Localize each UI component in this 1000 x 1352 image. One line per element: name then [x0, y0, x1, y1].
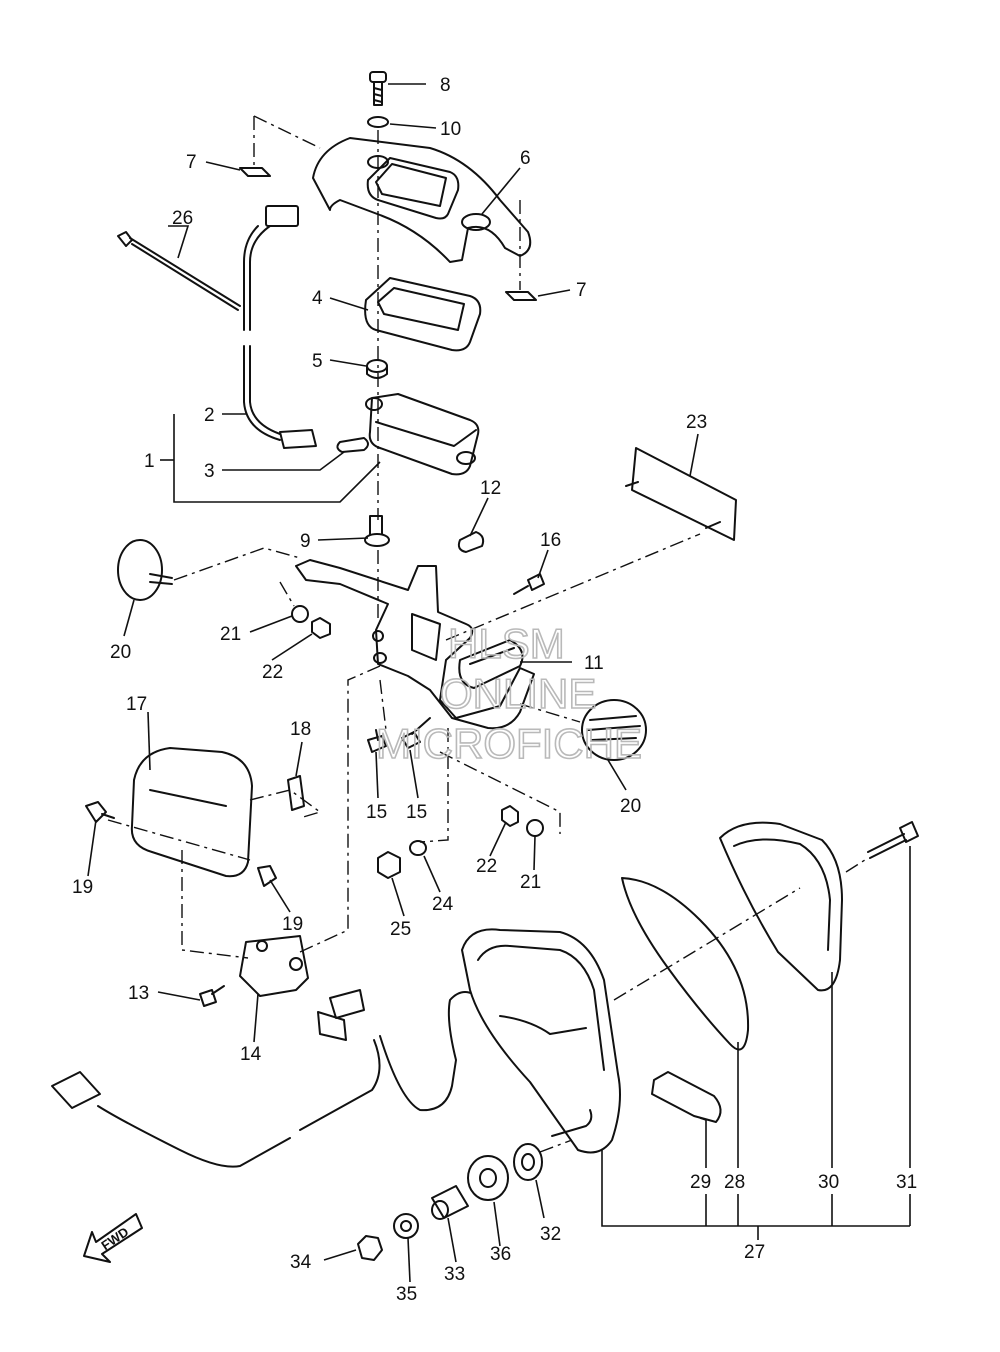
- bracket-part-14: [239, 935, 309, 997]
- callout-25: 25: [390, 919, 411, 940]
- callout-5: 5: [312, 351, 323, 372]
- callout-24: 24: [432, 894, 454, 915]
- meter-cover-part-6: [312, 137, 532, 263]
- callout-8: 8: [440, 75, 451, 96]
- nut-part-22b: [501, 805, 519, 827]
- clip-part-18: [287, 775, 305, 811]
- callout-6: 6: [520, 148, 531, 169]
- cover-part-17: [130, 747, 253, 878]
- washer-part-36: [467, 1155, 509, 1201]
- watermark-line1: HLSM: [448, 620, 565, 667]
- callout-27: 27: [744, 1242, 765, 1263]
- bolt-part-8: [369, 71, 387, 106]
- meter-unit: [365, 393, 480, 476]
- callout-20b: 20: [620, 796, 641, 817]
- callout-14: 14: [240, 1044, 262, 1065]
- callout-35: 35: [396, 1284, 417, 1305]
- gasket-part-4: [364, 277, 482, 352]
- callout-7b: 7: [576, 280, 587, 301]
- callout-34: 34: [290, 1252, 312, 1273]
- bulb-part-3: [336, 437, 369, 453]
- grommet-part-5: [366, 359, 388, 379]
- screw-part-15b: [401, 717, 431, 749]
- collar-part-9: [364, 515, 390, 547]
- washer-part-35: [393, 1213, 419, 1239]
- callout-19b: 19: [282, 914, 303, 935]
- washer-part-21b: [526, 819, 544, 837]
- nut-part-22a: [311, 617, 331, 639]
- watermark-line3: MICROFICHE: [376, 720, 642, 767]
- bulb-part-12: [457, 531, 485, 553]
- callout-31: 31: [896, 1172, 917, 1193]
- collar-part-33: [431, 1185, 469, 1220]
- harness-lead-part-2: [243, 205, 317, 449]
- pad-part-7a: [239, 167, 271, 177]
- callout-3: 3: [204, 461, 215, 482]
- callout-15a: 15: [366, 802, 387, 823]
- license-bracket: [295, 559, 535, 730]
- callout-16: 16: [540, 530, 561, 551]
- fwd-arrow: FWD: [83, 1213, 143, 1263]
- nut-part-25: [377, 851, 401, 879]
- gasket-ring-part-28: [621, 877, 750, 1051]
- callout-21b: 21: [520, 872, 541, 893]
- callout-36: 36: [490, 1244, 511, 1265]
- callout-1: 1: [144, 451, 155, 472]
- callout-12: 12: [480, 478, 501, 499]
- watermark-line2: ONLINE: [440, 670, 596, 717]
- callout-2: 2: [204, 405, 215, 426]
- bulb-part-29: [651, 1071, 722, 1123]
- taillight-housing: [461, 928, 621, 1154]
- lens-part-30: [719, 821, 843, 992]
- screw-part-31: [867, 821, 919, 859]
- callout-labels: 8 10 6 7 7 26 4 5 2 1 3 12 23 9 16 21 20…: [72, 75, 917, 1305]
- screw-part-15a: [367, 729, 387, 753]
- bolt-part-19b: [257, 865, 277, 887]
- callout-20a: 20: [110, 642, 131, 663]
- callout-33: 33: [444, 1264, 465, 1285]
- reflector-part-20a: [117, 539, 173, 601]
- callout-28: 28: [724, 1172, 745, 1193]
- centerlines: [107, 115, 869, 1153]
- callout-18: 18: [290, 719, 311, 740]
- washer-part-21a: [291, 605, 309, 623]
- callout-26: 26: [172, 208, 193, 229]
- callout-19a: 19: [72, 877, 93, 898]
- callout-23: 23: [686, 412, 707, 433]
- washer-part-10: [367, 116, 389, 128]
- callout-21a: 21: [220, 624, 241, 645]
- callout-11: 11: [584, 653, 604, 674]
- plate-light-part-11: [458, 639, 524, 689]
- callout-30: 30: [818, 1172, 839, 1193]
- reflector-part-20b: [581, 699, 647, 761]
- leader-lines: [87, 83, 911, 1283]
- callout-9: 9: [300, 531, 311, 552]
- grommet-part-32: [513, 1143, 543, 1181]
- callout-7a: 7: [186, 152, 197, 173]
- callout-32: 32: [540, 1224, 561, 1245]
- callout-29: 29: [690, 1172, 711, 1193]
- callout-4: 4: [312, 288, 323, 309]
- watermark: HLSM ONLINE MICROFICHE: [375, 619, 643, 768]
- callout-10: 10: [440, 119, 461, 140]
- callout-22b: 22: [476, 856, 497, 877]
- bolt-part-19a: [85, 801, 115, 823]
- plate-bracket-part-23: [625, 447, 737, 541]
- screw-part-13: [199, 985, 225, 1007]
- wire-harness: [51, 989, 491, 1168]
- callout-13: 13: [128, 983, 149, 1004]
- cable-tie-part-26: [117, 231, 241, 311]
- callout-22a: 22: [262, 662, 283, 683]
- callout-17: 17: [126, 694, 147, 715]
- washer-part-24: [409, 840, 427, 856]
- screw-part-16: [513, 573, 545, 595]
- pad-part-7b: [505, 291, 537, 301]
- callout-15b: 15: [406, 802, 427, 823]
- nut-part-34: [357, 1235, 383, 1261]
